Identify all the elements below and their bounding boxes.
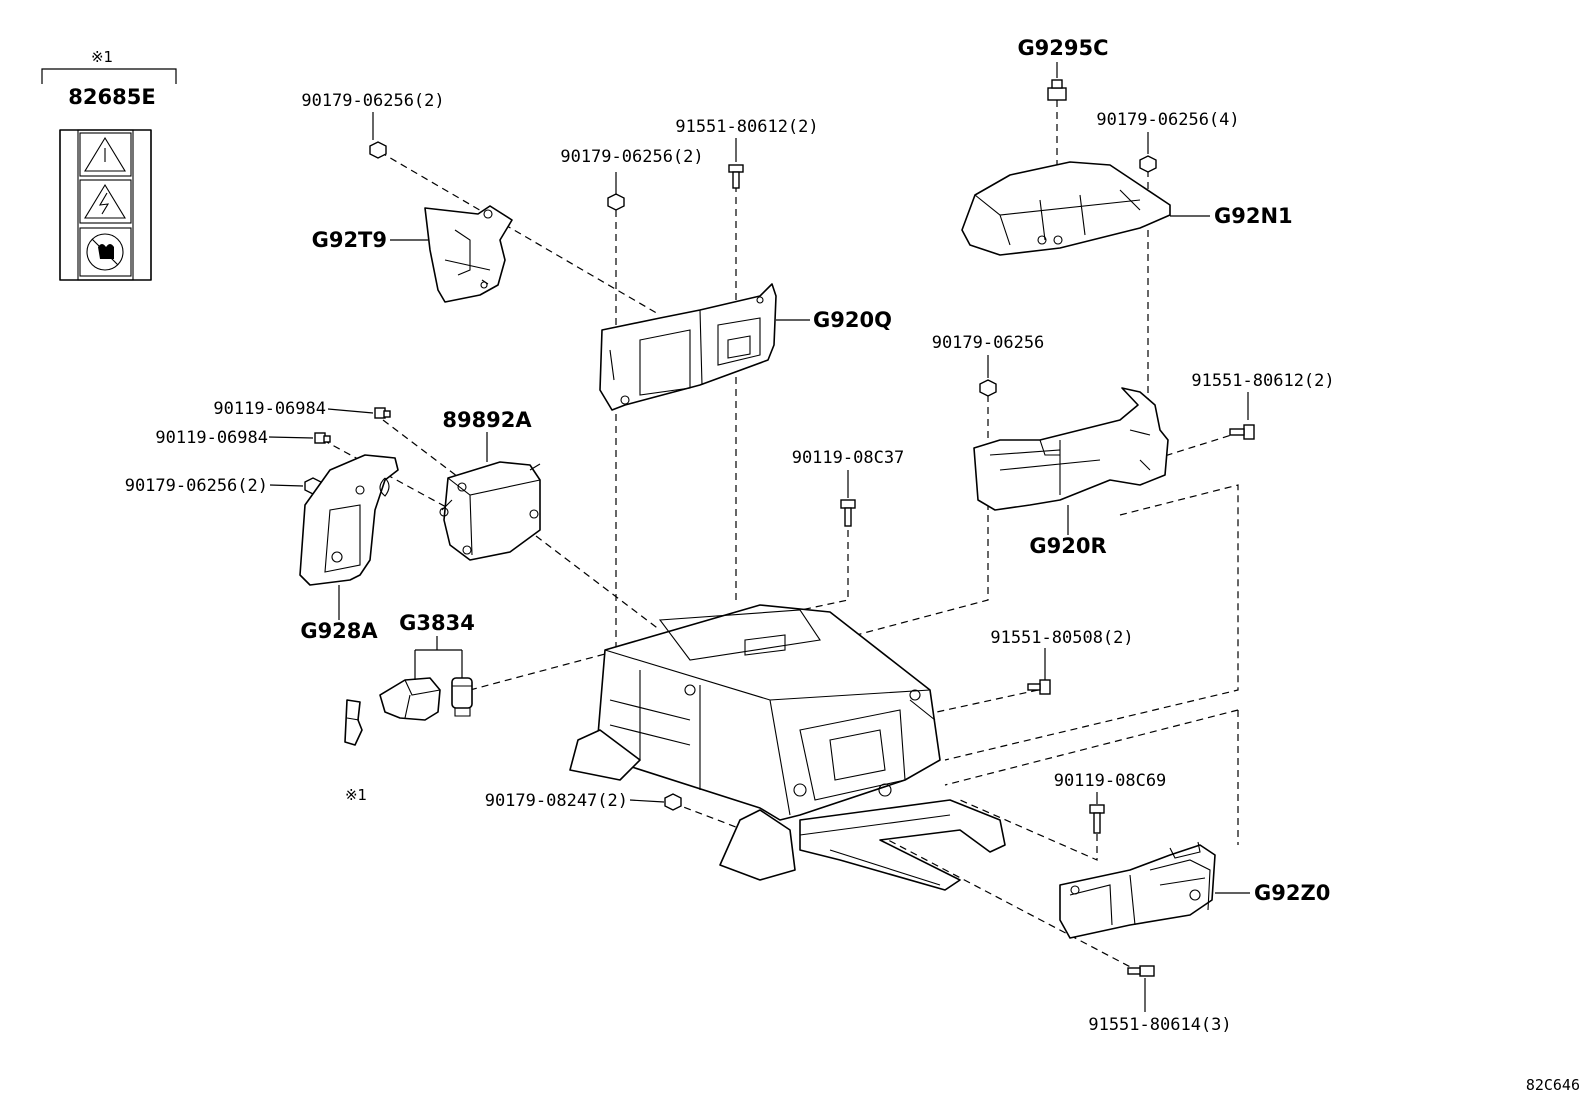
bolt-icon bbox=[1089, 804, 1105, 834]
label-bolt-e: 90119-08C37 bbox=[792, 448, 905, 468]
label-g928a: G928A bbox=[300, 619, 378, 643]
label-bolt-g: 90119-08C69 bbox=[1054, 771, 1167, 791]
label-nut-d: 90179-06256 bbox=[932, 333, 1045, 353]
note-bracket bbox=[41, 68, 177, 84]
label-g3834: G3834 bbox=[399, 611, 475, 635]
relay-assembly-g92z0 bbox=[1059, 841, 1216, 939]
bolt-icon bbox=[314, 432, 331, 444]
module-89892a bbox=[439, 461, 541, 561]
label-82685E: 82685E bbox=[68, 85, 155, 109]
label-nut-a: 90179-06256(2) bbox=[301, 91, 444, 111]
bolt-icon bbox=[374, 407, 391, 419]
bolt-icon bbox=[840, 499, 856, 527]
warning-label-group: ※1 82685E bbox=[41, 48, 177, 281]
label-bolt-f: 91551-80508(2) bbox=[990, 628, 1133, 648]
label-nut-c: 90179-06256(4) bbox=[1096, 110, 1239, 130]
label-g9295c: G9295C bbox=[1017, 36, 1108, 60]
bolt-icon bbox=[1127, 965, 1155, 977]
nut-icon bbox=[607, 193, 625, 211]
label-g920q: G920Q bbox=[813, 308, 892, 332]
sensor-g3834 bbox=[379, 677, 473, 721]
note-mark-bottom: ※1 bbox=[345, 786, 367, 804]
label-g920r: G920R bbox=[1029, 534, 1106, 558]
label-bolt-d: 90119-06984 bbox=[155, 428, 268, 448]
label-g92z0: G92Z0 bbox=[1254, 881, 1330, 905]
label-bolt-c: 90119-06984 bbox=[213, 399, 326, 419]
figure-code: 82C646 bbox=[1526, 1076, 1580, 1094]
nut-icon bbox=[1139, 155, 1157, 173]
high-voltage-icon bbox=[84, 183, 126, 219]
bolt-icon bbox=[728, 164, 744, 189]
warning-sticker bbox=[59, 129, 152, 281]
cover-g92n1 bbox=[961, 161, 1171, 256]
inverter-assembly bbox=[569, 604, 1006, 891]
label-nut-f: 90179-08247(2) bbox=[485, 791, 628, 811]
bracket-g928a bbox=[299, 454, 399, 586]
label-bolt-b: 91551-80612(2) bbox=[1191, 371, 1334, 391]
clip-part bbox=[344, 699, 363, 746]
label-nut-e: 90179-06256(2) bbox=[125, 476, 268, 496]
grommet-icon bbox=[1047, 79, 1067, 101]
label-bolt-a: 91551-80612(2) bbox=[675, 117, 818, 137]
bolt-icon bbox=[1229, 424, 1255, 440]
part-labels: 90179-06256(2) G92T9 90179-06256(2) 9155… bbox=[125, 36, 1580, 1094]
no-touch-icon bbox=[86, 233, 124, 271]
label-g92n1: G92N1 bbox=[1214, 204, 1293, 228]
bracket-g920r bbox=[973, 387, 1169, 511]
fasteners bbox=[304, 79, 1255, 977]
nut-icon bbox=[664, 793, 682, 811]
nut-icon bbox=[369, 141, 387, 159]
label-g92t9: G92T9 bbox=[312, 228, 387, 252]
nut-icon bbox=[979, 379, 997, 397]
caution-triangle-icon bbox=[84, 136, 126, 172]
label-bolt-h: 91551-80614(3) bbox=[1088, 1015, 1231, 1035]
plate-g920q bbox=[599, 283, 777, 411]
label-leaders bbox=[268, 62, 1250, 1012]
note-mark-top: ※1 bbox=[91, 48, 113, 66]
bracket-g92t9 bbox=[424, 205, 513, 303]
label-nut-b: 90179-06256(2) bbox=[560, 147, 703, 167]
label-89892a: 89892A bbox=[442, 408, 532, 432]
